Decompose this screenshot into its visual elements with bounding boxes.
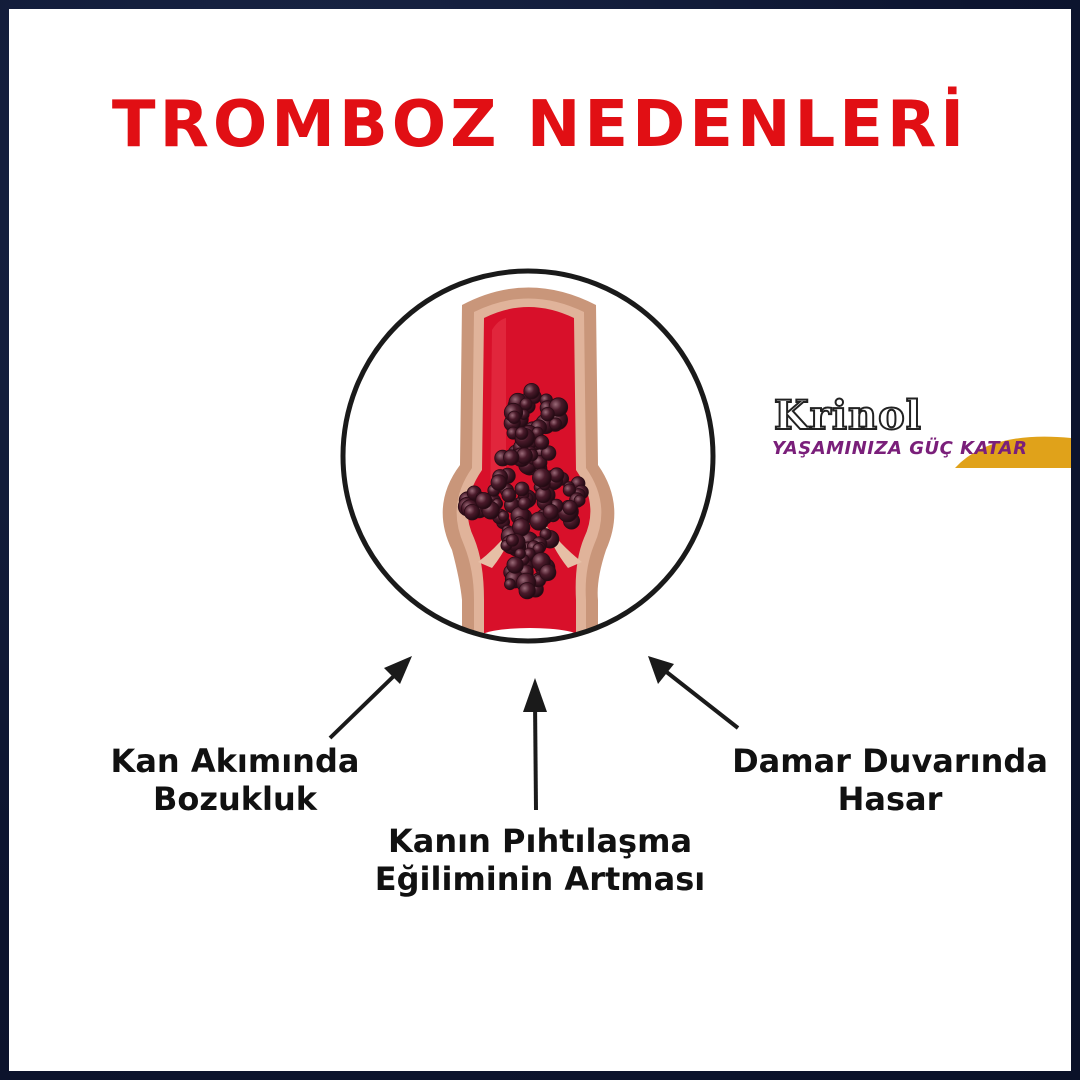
clot-cell	[540, 407, 555, 422]
clot-cell	[532, 467, 552, 488]
arrow-right	[648, 656, 740, 730]
arrow-left	[328, 656, 412, 740]
magnifier-circle-outline	[340, 268, 716, 644]
logo-swoosh	[955, 436, 1071, 468]
clot-cell	[504, 578, 516, 591]
page-title: TROMBOZ NEDENLERİ	[111, 88, 969, 162]
clot-cell	[517, 496, 532, 511]
cause-label-line: Kan Akımında	[110, 742, 360, 780]
clot-cell	[540, 445, 557, 461]
cause-label-line: Kanın Pıhtılaşma	[387, 822, 693, 860]
clot-cell	[501, 487, 517, 503]
clot-cell	[573, 494, 586, 507]
valve-leaflet-right	[542, 520, 582, 568]
clot-cell	[518, 582, 536, 600]
cause-label-line: Damar Duvarında	[732, 742, 1048, 780]
clot-cell	[562, 499, 578, 516]
clot-cell	[523, 383, 540, 400]
cause-label-line: Hasar	[837, 780, 943, 818]
vessel-opening	[478, 628, 582, 641]
arrow-center	[523, 678, 547, 811]
clot-cell	[507, 410, 522, 425]
clot-cell	[497, 510, 510, 522]
clot-cell	[506, 556, 524, 574]
cause-label-line: Eğiliminin Artması	[374, 860, 706, 898]
brand-tagline: YAŞAMINIZA GÜÇ KATAR	[772, 438, 1028, 459]
clot-cell	[475, 492, 493, 510]
clot-cell	[539, 564, 557, 582]
clot-cell	[514, 481, 530, 497]
blood-clot	[457, 383, 589, 600]
valve-leaflet-left	[478, 520, 518, 568]
cause-label-line: Bozukluk	[152, 780, 318, 818]
brand-logo: Krinol YAŞAMINIZA GÜÇ KATAR	[770, 391, 1070, 472]
clot-cell	[534, 434, 550, 450]
clot-cell	[548, 417, 563, 431]
cause-label-coagulation: Kanın Pıhtılaşma Eğiliminin Artması	[340, 822, 740, 898]
clot-cell	[463, 504, 481, 521]
clot-cell	[549, 467, 565, 483]
clot-cell	[490, 474, 508, 491]
cause-label-vessel-damage: Damar Duvarında Hasar	[720, 742, 1060, 818]
clot-cell	[505, 533, 519, 547]
clot-cell	[529, 511, 549, 531]
clot-cell	[542, 503, 559, 520]
blood-vessel	[442, 287, 615, 641]
cause-label-blood-flow: Kan Akımında Bozukluk	[60, 742, 410, 818]
brand-name: Krinol	[773, 391, 922, 440]
clot-cell	[503, 449, 520, 466]
clot-cell	[515, 426, 529, 440]
clot-cell	[562, 483, 577, 497]
